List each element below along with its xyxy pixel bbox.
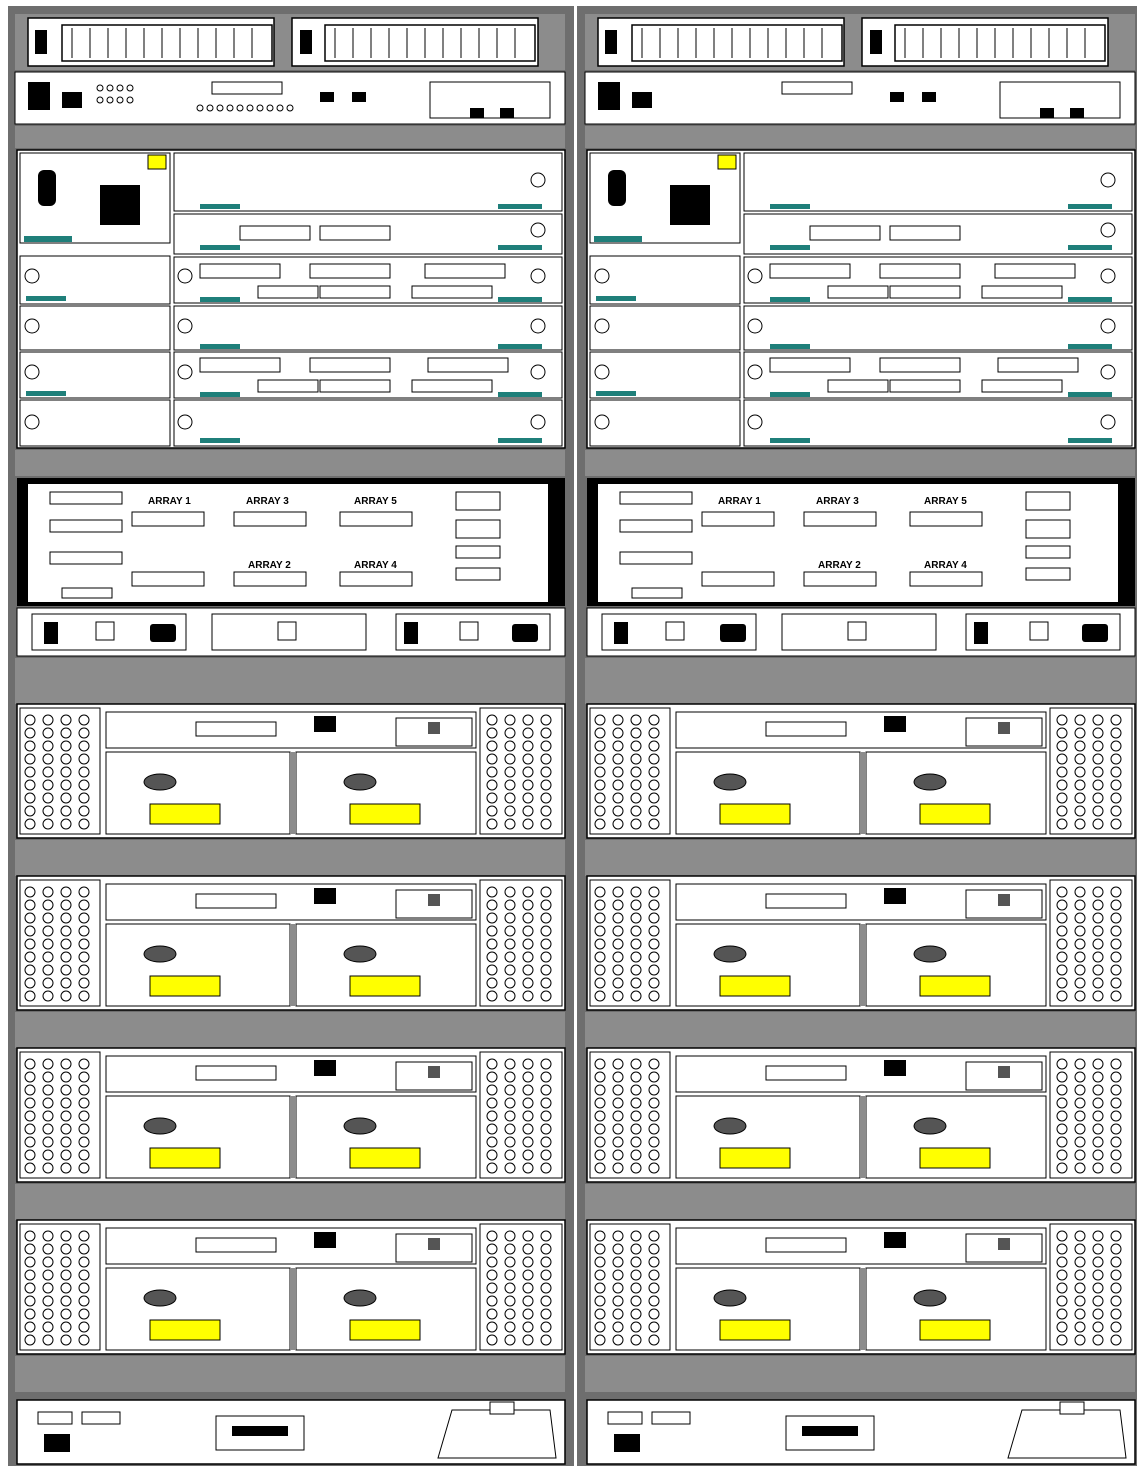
- io-panel-right: [584, 71, 1136, 125]
- top-power-unit-right: [585, 14, 1135, 70]
- array-controller: ARRAY 1 ARRAY 3 ARRAY 5 ARRAY 2 ARRAY 4: [17, 478, 565, 606]
- array-label-1-right: ARRAY 1: [718, 496, 761, 507]
- io-panel: [14, 71, 566, 125]
- drive-enclosure: [585, 703, 1136, 876]
- bottom-unit: [16, 1399, 566, 1465]
- array-label-3: ARRAY 3: [246, 496, 289, 507]
- array-label-2: ARRAY 2: [248, 560, 291, 571]
- array-label-4: ARRAY 4: [354, 560, 397, 571]
- server-block-right: [586, 149, 1136, 449]
- drive-enclosure: [15, 1047, 566, 1220]
- array-label-1: ARRAY 1: [148, 496, 191, 507]
- drive-enclosure: [15, 875, 566, 1048]
- bottom-units: [16, 1399, 1136, 1465]
- drive-enclosure: [585, 875, 1136, 1048]
- psu-row: [16, 607, 566, 657]
- array-label-5: ARRAY 5: [354, 496, 397, 507]
- drive-enclosures: [15, 703, 1136, 1392]
- drive-enclosure: [585, 1047, 1136, 1220]
- array-controller-right: ARRAY 1 ARRAY 3 ARRAY 5 ARRAY 2 ARRAY 4: [587, 478, 1135, 606]
- psu-row-right: [586, 607, 1136, 657]
- drive-enclosure: [15, 1219, 566, 1392]
- array-label-5-right: ARRAY 5: [924, 496, 967, 507]
- top-power-unit: [15, 14, 565, 70]
- server-block: [16, 149, 566, 449]
- drive-enclosure: [585, 1219, 1136, 1392]
- left-rack: ARRAY 1 ARRAY 3 ARRAY 5 ARRAY 2 ARRAY 4: [14, 14, 566, 704]
- array-label-4-right: ARRAY 4: [924, 560, 967, 571]
- array-label-3-right: ARRAY 3: [816, 496, 859, 507]
- right-rack: ARRAY 1 ARRAY 3 ARRAY 5 ARRAY 2 ARRAY 4: [584, 14, 1136, 704]
- bottom-unit: [586, 1399, 1136, 1465]
- drive-enclosure: [15, 703, 566, 876]
- array-label-2-right: ARRAY 2: [818, 560, 861, 571]
